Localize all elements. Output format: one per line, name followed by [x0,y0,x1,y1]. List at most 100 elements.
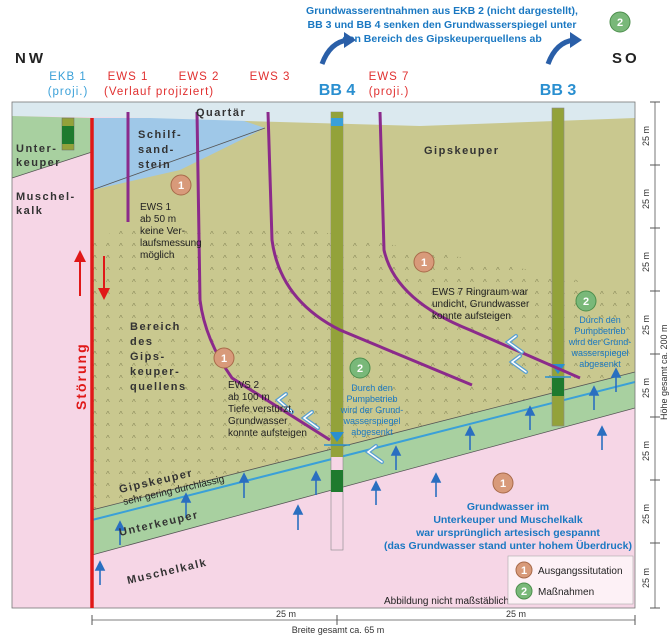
svg-text:Grundwasser im: Grundwasser im [467,501,549,513]
svg-text:konnte aufsteigen: konnte aufsteigen [432,311,511,322]
ekb1-borehole [61,117,75,151]
height-total-label: Höhe gesamt ca. 200 m [659,324,669,420]
svg-text:keuper-: keuper- [130,366,180,378]
svg-text:möglich: möglich [140,250,174,261]
svg-text:BB 3 und BB 4 senken den Grund: BB 3 und BB 4 senken den Grundwasserspie… [308,19,577,31]
unterkeuper-lower-layer [92,372,635,555]
ekb1-label: EKB 1 [49,71,87,83]
svg-text:wird der Grund-: wird der Grund- [568,337,632,347]
pressure-arrows [94,367,622,585]
artesisch-note: Grundwasser im Unterkeuper und Muschelka… [384,501,632,552]
ews3-probe [266,111,473,387]
svg-text:2: 2 [583,296,589,308]
top-note-badge [609,11,631,33]
svg-text:wasserspiegel: wasserspiegel [570,348,628,358]
svg-text:1: 1 [178,180,184,192]
svg-text:2: 2 [357,363,363,375]
fault-up-arrow [74,250,86,296]
ews1-note: EWS 1 ab 50 m keine Ver- laufsmessung mö… [140,202,202,261]
svg-text:2: 2 [521,586,527,598]
svg-text:Durch den: Durch den [579,315,621,325]
svg-text:abgesenkt: abgesenkt [579,359,621,369]
svg-text:EWS 2: EWS 2 [228,380,260,391]
svg-text:Bereich: Bereich [130,321,181,333]
svg-text:25 m: 25 m [641,315,651,335]
muschelkalk-lower-layer [92,408,635,608]
svg-text:25 m: 25 m [641,504,651,524]
svg-text:wird der Grund-: wird der Grund- [340,405,404,415]
schilfsandstein-layer [92,118,265,190]
svg-text:des: des [130,336,153,348]
ews2-probe [195,111,331,442]
svg-text:den Bereich des Gipskeuperquel: den Bereich des Gipskeuperquellens ab [342,33,542,45]
fault-down-arrow [98,256,110,300]
svg-text:Pumpbetrieb: Pumpbetrieb [346,394,397,404]
svg-text:keuper: keuper [16,157,61,169]
svg-text:25 m: 25 m [641,252,651,272]
svg-text:ab 50 m: ab 50 m [140,214,176,225]
svg-text:abgesenkt: abgesenkt [351,427,393,437]
svg-text:1: 1 [521,565,527,577]
ews3-label: EWS 3 [250,71,291,83]
massstab-note: Abbildung nicht maßstäblich [384,596,509,607]
svg-text:stein: stein [138,159,171,171]
bb4-note: Durch den Pumpbetrieb wird der Grund- wa… [340,383,404,437]
width-total-label: Breite gesamt ca. 65 m [292,625,385,635]
direction-nw: NW [15,50,46,67]
bb4-water-level-icon [330,432,344,442]
svg-text:1: 1 [221,353,227,365]
stoerung-label: Störung [73,342,89,410]
frame [11,101,636,609]
svg-text:ab 100 m: ab 100 m [228,392,270,403]
svg-text:konnte aufsteigen: konnte aufsteigen [228,428,307,439]
right-scale: 25 m 25 m 25 m 25 m 25 m 25 m 25 m 25 m … [641,101,669,609]
svg-text:Pumpbetrieb: Pumpbetrieb [574,326,625,336]
ews7-label: EWS 7 [369,71,410,83]
bottom-scale: 25 m 25 m Breite gesamt ca. 65 m [91,609,636,635]
svg-text:quellens: quellens [130,381,187,393]
groundwater-line [91,381,635,521]
gipskeuper-label: Gipskeuper [424,145,500,157]
unterkeuper-upper-label: Unter- [16,143,57,155]
svg-text:Grundwasser: Grundwasser [228,416,288,427]
schilfsandstein-label: Schilf- [138,129,182,141]
svg-text:Tiefe verstürzt,: Tiefe verstürzt, [228,404,294,415]
quartaer-label: Quartär [196,107,246,119]
svg-text:2: 2 [617,17,623,29]
svg-text:Grundwasserentnahmen aus EKB 2: Grundwasserentnahmen aus EKB 2 (nicht da… [306,5,578,17]
svg-text:25 m: 25 m [641,378,651,398]
svg-text:25 m: 25 m [641,568,651,588]
gipskeuperquellen-label: Bereich des Gips- keuper- quellens [130,321,187,393]
ews1-sub-label: (Verlauf projiziert) [104,86,214,98]
svg-text:wasserspiegel: wasserspiegel [342,416,400,426]
bb4-label: BB 4 [319,82,356,99]
muschelkalk-upper-label: Muschel- [16,191,76,203]
svg-text:25 m: 25 m [641,189,651,209]
svg-text:Unterkeuper und Muschelkalk: Unterkeuper und Muschelkalk [433,514,583,526]
svg-text:EWS 7 Ringraum war: EWS 7 Ringraum war [432,287,529,298]
svg-text:EWS 1: EWS 1 [140,202,172,213]
svg-text:1: 1 [500,478,506,490]
badges: 1 1 1 1 2 2 [170,174,597,494]
direction-so: SO [612,50,640,67]
svg-text:25 m: 25 m [641,126,651,146]
svg-text:25 m: 25 m [276,609,296,619]
legend-item-1: Ausgangssitutation [538,566,623,577]
svg-text:keine Ver-: keine Ver- [140,226,185,237]
ews7-probe [378,111,581,380]
bb3-note: Durch den Pumpbetrieb wird der Grund- wa… [568,315,632,369]
bb4-borehole [330,111,344,551]
svg-text:Gips-: Gips- [130,351,166,363]
svg-text:1: 1 [421,257,427,269]
svg-text:war ursprünglich artesisch ges: war ursprünglich artesisch gespannt [415,527,600,539]
svg-text:kalk: kalk [16,205,43,217]
bb3-label: BB 3 [540,82,577,99]
svg-text:laufsmessung: laufsmessung [140,238,202,249]
svg-text:undicht, Grundwasser: undicht, Grundwasser [432,299,530,310]
ews1-label: EWS 1 [108,71,149,83]
svg-text:sand-: sand- [138,144,175,156]
svg-text:Durch den: Durch den [351,383,393,393]
svg-text:25 m: 25 m [506,609,526,619]
